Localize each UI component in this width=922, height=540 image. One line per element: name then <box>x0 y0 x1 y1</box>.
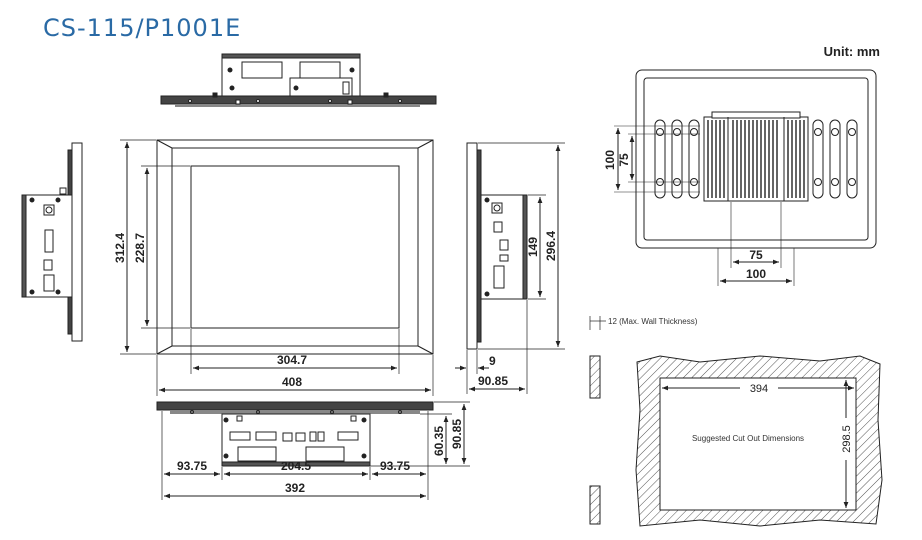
side-inner-height: 149 <box>526 237 540 257</box>
bottom-total-width: 392 <box>285 481 305 495</box>
cutout-view <box>589 316 883 527</box>
side-outer-height: 296.4 <box>544 231 558 261</box>
bottom-view <box>156 401 470 500</box>
bottom-mid-width: 204.5 <box>281 459 311 473</box>
unit-label: Unit: mm <box>823 44 880 59</box>
front-outer-height: 312.4 <box>113 233 127 263</box>
bottom-right-offset: 93.75 <box>380 459 410 473</box>
page-title: CS-115/P1001E <box>43 14 242 42</box>
front-inner-height: 228.7 <box>133 233 147 263</box>
side-bezel-depth: 9 <box>489 354 496 368</box>
rear-horiz-75: 75 <box>749 248 763 262</box>
rear-horiz-100: 100 <box>746 267 766 281</box>
cutout-width: 394 <box>750 383 768 395</box>
rear-view <box>614 69 877 286</box>
bottom-height-1: 60.35 <box>432 426 446 456</box>
left-side-view <box>21 142 83 342</box>
cutout-label: Suggested Cut Out Dimensions <box>692 434 804 443</box>
side-total-depth: 90.85 <box>478 374 508 388</box>
rear-vert-75: 75 <box>617 153 631 167</box>
rear-vert-100: 100 <box>603 150 617 170</box>
bottom-left-offset: 93.75 <box>177 459 207 473</box>
front-view <box>120 139 434 396</box>
front-outer-width: 408 <box>282 375 302 389</box>
top-view <box>160 53 437 107</box>
bottom-height-2: 90.85 <box>450 419 464 449</box>
cutout-height: 298.5 <box>841 425 853 453</box>
wall-thickness-note: 12 (Max. Wall Thickness) <box>608 317 698 326</box>
right-side-view <box>455 142 565 394</box>
front-inner-width: 304.7 <box>277 353 307 367</box>
